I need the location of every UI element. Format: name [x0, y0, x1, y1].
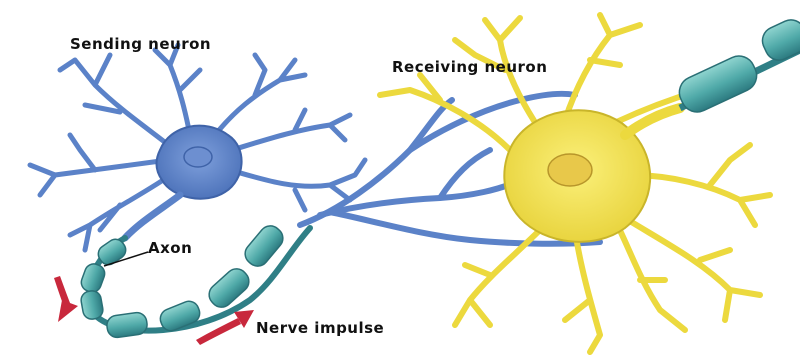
- myelin-segment: [157, 298, 202, 333]
- sending-neuron-nucleus: [184, 147, 212, 167]
- axon-label: Axon: [148, 239, 192, 257]
- myelin-segment: [80, 289, 105, 320]
- receiving-neuron-axon: [674, 15, 800, 117]
- receiving-neuron-nucleus: [548, 154, 592, 186]
- myelin-segment: [674, 51, 762, 117]
- myelin-segment: [106, 311, 149, 338]
- receiving-neuron-label: Receiving neuron: [392, 58, 547, 76]
- myelin-segment: [79, 261, 107, 294]
- myelin-segment: [758, 15, 800, 64]
- left-arrow-icon: [54, 276, 78, 322]
- sending-neuron-axon-hillock: [125, 195, 180, 238]
- nerve-impulse-label: Nerve impulse: [256, 319, 384, 337]
- sending-neuron-label: Sending neuron: [70, 35, 211, 53]
